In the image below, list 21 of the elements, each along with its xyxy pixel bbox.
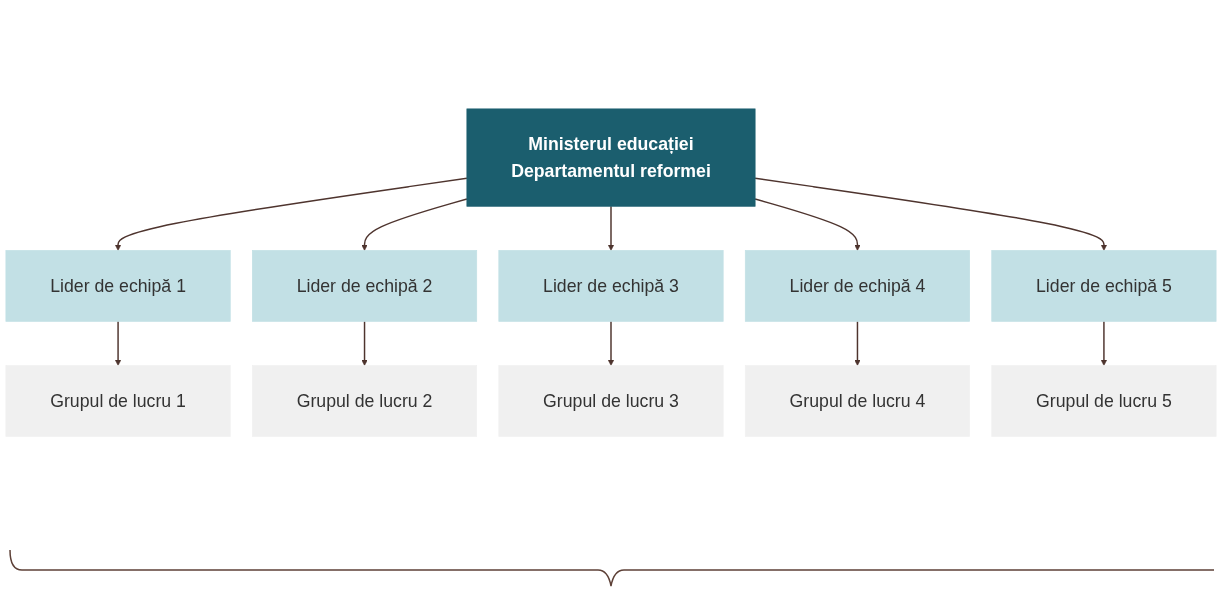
arrow bbox=[854, 320, 861, 366]
arrow bbox=[607, 205, 615, 251]
node-box: Grupul de lucru 5 bbox=[991, 365, 1217, 437]
node-box: Lider de echipă 3 bbox=[498, 250, 724, 322]
node-box: Grupul de lucru 4 bbox=[744, 365, 970, 437]
arrow bbox=[607, 320, 615, 366]
arrow bbox=[114, 177, 468, 251]
arrow bbox=[1100, 320, 1108, 366]
arrow bbox=[754, 177, 1108, 251]
arrow bbox=[114, 320, 122, 366]
node-box: Lider de echipă 4 bbox=[744, 250, 970, 322]
node-box: Lider de echipă 5 bbox=[991, 250, 1217, 322]
node-box: Ministerul educației Departamentul reformei bbox=[466, 108, 756, 207]
node-box: Lider de echipă 1 bbox=[5, 250, 231, 322]
node-box: Grupul de lucru 1 bbox=[5, 365, 231, 437]
arrow bbox=[754, 198, 861, 251]
arrow bbox=[361, 198, 468, 251]
node-box: Grupul de lucru 3 bbox=[498, 365, 724, 437]
node-box: Lider de echipă 2 bbox=[252, 250, 478, 322]
arrow bbox=[361, 320, 368, 366]
node-box: Grupul de lucru 2 bbox=[252, 365, 478, 437]
